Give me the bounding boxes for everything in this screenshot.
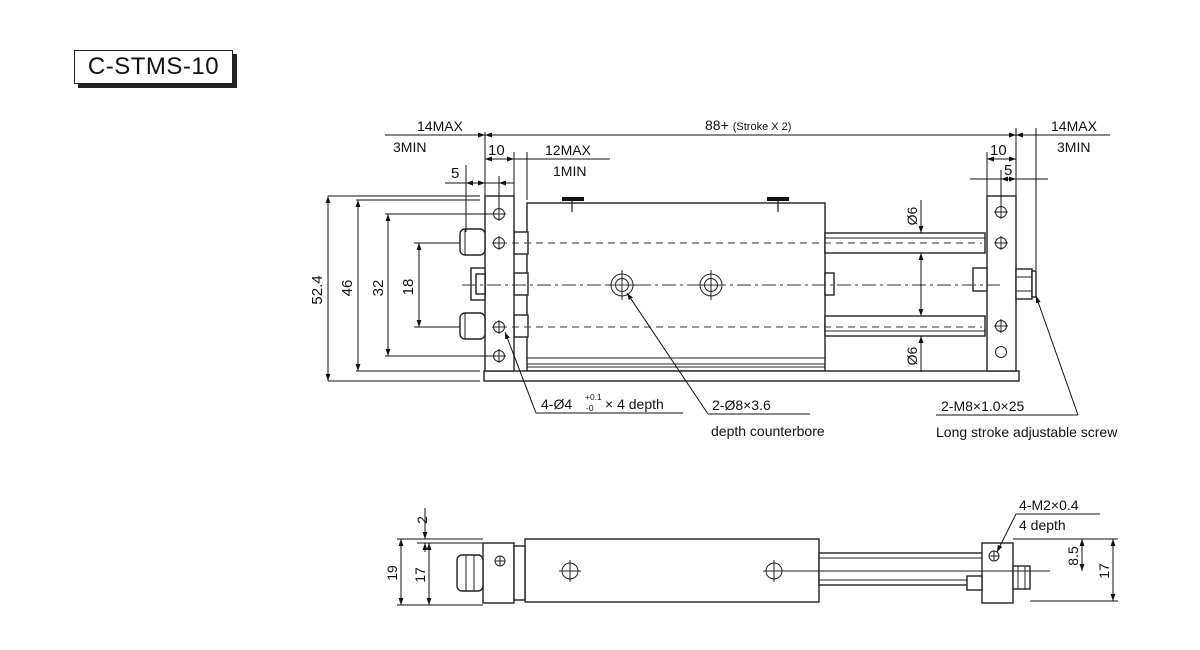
dim-side-height-17-left: 17 — [412, 567, 428, 583]
dim-plate-width-right: 10 — [990, 142, 1007, 159]
cylinder-body — [526, 202, 826, 372]
dim-height-46: 46 — [339, 280, 356, 297]
dim-offset-5-left: 5 — [451, 165, 459, 182]
dim-height-18: 18 — [400, 279, 417, 296]
dim-offset-5-right: 5 — [1004, 162, 1012, 179]
dim-rod-diameter-top: Ø6 — [904, 206, 920, 225]
drawing-title: C-STMS-10 — [74, 50, 233, 84]
side-adjustable-screw — [1012, 565, 1031, 590]
dim-height-52-4: 52.4 — [309, 275, 326, 304]
callout-tap-depth: 4 depth — [1019, 517, 1066, 533]
dim-plate-width-left: 10 — [488, 142, 505, 159]
dim-side-center-8-5: 8.5 — [1065, 546, 1081, 566]
dim-height-32: 32 — [370, 280, 387, 297]
callout-holes-depth: × 4 depth — [605, 396, 664, 412]
callout-counterbore-note: depth counterbore — [711, 423, 825, 439]
callout-adjust-screw-note: Long stroke adjustable screw — [936, 424, 1118, 440]
dim-overall-length: 88+(Stroke X 2) — [705, 117, 791, 133]
base-plate — [483, 370, 1020, 382]
callout-holes-tolerance-upper: +0.1 — [585, 392, 602, 402]
dim-rod-diameter-bottom: Ø6 — [904, 346, 920, 365]
callout-adjust-screw: 2-M8×1.0×25 — [941, 398, 1024, 414]
dim-gap-min: 1MIN — [553, 163, 586, 179]
dim-right-max: 14MAX — [1051, 118, 1098, 134]
right-end-plate — [986, 195, 1017, 372]
guide-rod-lower — [824, 315, 986, 337]
callout-counterbore: 2-Ø8×3.6 — [712, 397, 771, 413]
top-view: 52.4 46 32 18 Ø6 Ø6 14MAX 3MIN 10 — [309, 117, 1118, 440]
callout-tap-holes: 4-M2×0.4 — [1019, 497, 1079, 513]
side-left-plate — [482, 542, 515, 604]
dim-left-max: 14MAX — [417, 118, 464, 134]
dim-left-min: 3MIN — [393, 139, 426, 155]
dim-side-height-17-right: 17 — [1096, 563, 1112, 579]
dim-right-min: 3MIN — [1057, 139, 1090, 155]
side-view: 2 19 17 4-M2×0.4 4 depth 8.5 17 — [384, 497, 1118, 606]
dim-side-height-19: 19 — [384, 565, 400, 581]
callout-mounting-holes: 4-Ø4 — [541, 396, 572, 412]
adjustable-screw — [1015, 268, 1033, 300]
dim-gap-max: 12MAX — [545, 142, 592, 158]
callout-holes-tolerance-lower: -0 — [586, 403, 594, 413]
dim-side-offset-2: 2 — [414, 516, 430, 524]
